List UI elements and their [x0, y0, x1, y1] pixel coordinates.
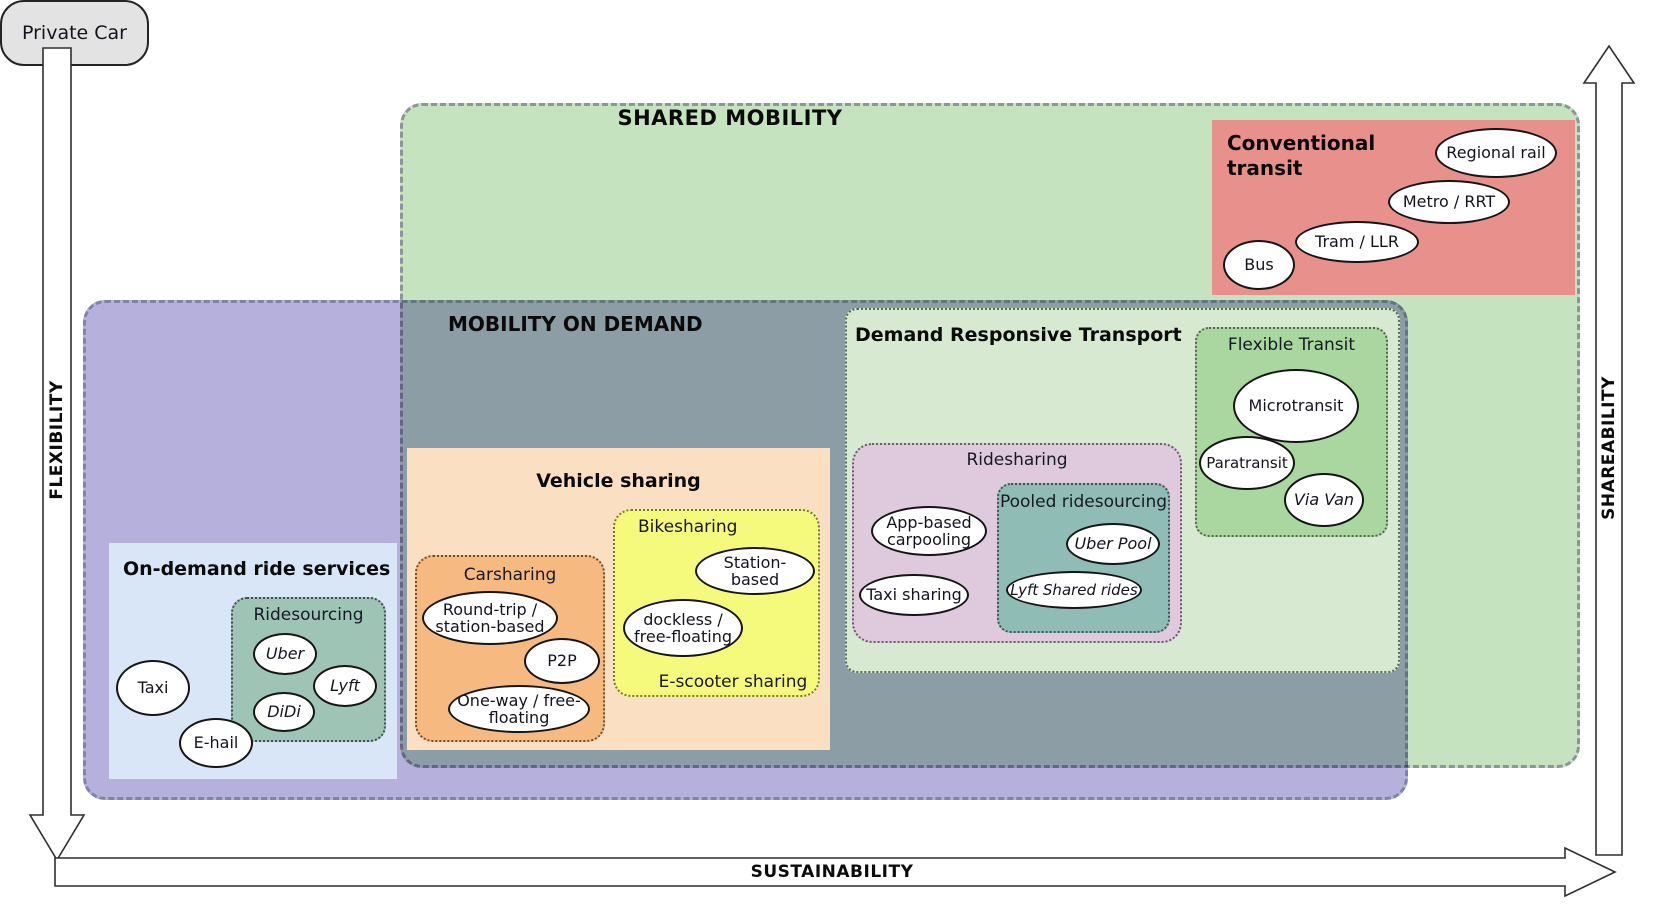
- demand-responsive-transport-title: Demand Responsive Transport: [855, 324, 1182, 346]
- ellipse-lyft-shared-rides: Lyft Shared rides: [1006, 571, 1142, 609]
- ellipse-uber-pool: Uber Pool: [1066, 523, 1160, 565]
- ellipse-uber: Uber: [253, 633, 317, 675]
- shared-mobility-title: SHARED MOBILITY: [617, 106, 843, 130]
- ellipse-tram-llr: Tram / LLR: [1295, 221, 1419, 263]
- ellipse-dockless-free-floating: dockless / free-floating: [623, 599, 743, 657]
- sustainability-axis-label: SUSTAINABILITY: [750, 862, 914, 882]
- shareability-axis-arrow-up-icon: [1582, 44, 1636, 856]
- ellipse-bus: Bus: [1223, 240, 1295, 290]
- ellipse-via-van: Via Van: [1284, 473, 1364, 527]
- ellipse-round-trip-station-based: Round-trip / station-based: [422, 591, 558, 645]
- shareability-axis-label: SHAREABILITY: [1599, 376, 1619, 520]
- ellipse-taxi-sharing: Taxi sharing: [859, 574, 969, 616]
- mobility-on-demand-title: MOBILITY ON DEMAND: [448, 312, 703, 336]
- on-demand-ride-services-title: On-demand ride services: [123, 558, 391, 580]
- ellipse-app-based-carpooling: App-based carpooling: [871, 506, 987, 556]
- ellipse-station-based: Station-based: [695, 547, 815, 595]
- ellipse-taxi: Taxi: [116, 660, 190, 716]
- e-scooter-sharing-label: E-scooter sharing: [658, 672, 808, 692]
- flexible-transit-label: Flexible Transit: [1227, 335, 1356, 355]
- flexibility-axis-arrow-down-icon: [28, 47, 86, 862]
- bikesharing-label: Bikesharing: [638, 517, 738, 537]
- sustainability-axis-arrow-right-icon: [54, 846, 1617, 898]
- carsharing-label: Carsharing: [463, 565, 557, 585]
- pooled-ridesourcing-label: Pooled ridesourcing: [999, 492, 1168, 512]
- ridesharing-label: Ridesharing: [966, 450, 1068, 470]
- ridesourcing-label: Ridesourcing: [253, 605, 364, 625]
- ellipse-lyft: Lyft: [313, 665, 377, 707]
- ellipse-p2p: P2P: [524, 638, 600, 684]
- private-car-shape: Private Car: [0, 0, 149, 66]
- flexibility-axis-label: FLEXIBILITY: [47, 380, 67, 500]
- ellipse-one-way-free-floating: One-way / free-floating: [448, 685, 590, 733]
- vehicle-sharing-title: Vehicle sharing: [536, 470, 701, 492]
- ellipse-metro-rrt: Metro / RRT: [1388, 180, 1510, 224]
- ellipse-didi: DiDi: [253, 692, 315, 732]
- ellipse-e-hail: E-hail: [179, 718, 253, 768]
- ellipse-regional-rail: Regional rail: [1435, 128, 1557, 178]
- ellipse-microtransit: Microtransit: [1233, 369, 1359, 443]
- ellipse-paratransit: Paratransit: [1199, 436, 1295, 490]
- conventional-transit-title: Conventional transit: [1227, 131, 1376, 180]
